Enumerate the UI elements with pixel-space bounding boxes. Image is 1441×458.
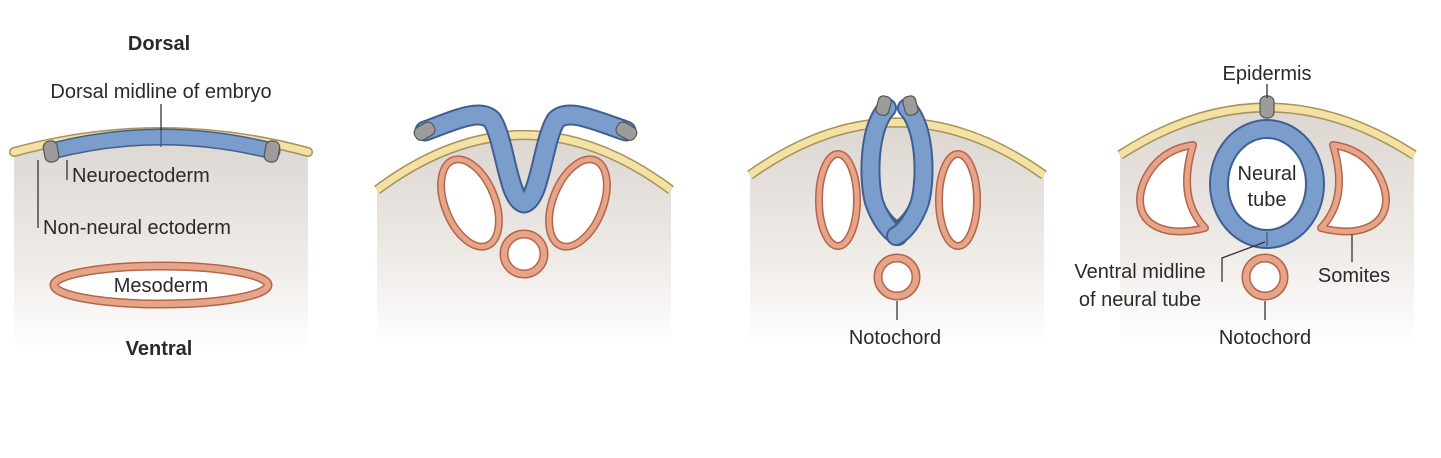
dorsal-label: Dorsal xyxy=(128,33,190,55)
border-cell-left-3 xyxy=(875,95,892,116)
ventral-midline-label-1: Ventral midline xyxy=(1074,261,1205,283)
border-cell-right-2 xyxy=(615,121,638,141)
mesoderm-label: Mesoderm xyxy=(114,275,208,297)
somite-right-inner xyxy=(1318,142,1389,234)
ectoderm-layer-2-fill xyxy=(374,131,674,193)
stage-3-panel: Notochord xyxy=(747,95,1047,349)
non-neural-ectoderm-label: Non-neural ectoderm xyxy=(43,217,231,239)
somite-left-inner xyxy=(1137,142,1208,234)
neuroectoderm-label: Neuroectoderm xyxy=(72,165,210,187)
mesoderm-left-3-inner xyxy=(816,151,860,249)
ectoderm-layer-3-fill xyxy=(747,119,1047,178)
stage-2-panel xyxy=(374,104,674,345)
leader-ventral-midline xyxy=(1221,241,1266,282)
dorsal-midline-label: Dorsal midline of embryo xyxy=(50,81,271,103)
border-cell-right xyxy=(263,140,281,163)
neural-tube-label-2: tube xyxy=(1248,189,1287,211)
mesoderm-shape-inner xyxy=(51,263,271,307)
stage-4-panel: Epidermis Neural tube Ventral midline of… xyxy=(1074,63,1417,349)
epidermis-border-cell xyxy=(1259,95,1275,119)
notochord-2-inner xyxy=(501,231,547,277)
mesoderm-right-2-inner xyxy=(546,156,610,250)
border-cell-left xyxy=(42,140,60,163)
notochord-label-3: Notochord xyxy=(849,327,941,349)
somites-label: Somites xyxy=(1318,265,1390,287)
neural-tube-label-1: Neural xyxy=(1238,163,1297,185)
border-cell-right-3 xyxy=(902,95,919,116)
notochord-3-inner xyxy=(875,255,919,299)
notochord-label-4: Notochord xyxy=(1219,327,1311,349)
ventral-midline-label-2: of neural tube xyxy=(1079,289,1201,311)
stage-1-panel: Dorsal Dorsal midline of embryo Neuroect… xyxy=(9,33,313,360)
mesoderm-right-3-inner xyxy=(936,151,980,249)
mesoderm-left-2-inner xyxy=(438,156,502,250)
notochord-4-inner xyxy=(1243,255,1287,299)
neural-groove-fill xyxy=(416,106,635,212)
neural-fold-outline-left-fill xyxy=(862,100,906,244)
epidermis-label: Epidermis xyxy=(1223,63,1312,85)
ventral-label: Ventral xyxy=(126,338,193,360)
border-cell-left-2 xyxy=(413,121,436,141)
neural-fold-outline-right-fill xyxy=(888,100,932,244)
